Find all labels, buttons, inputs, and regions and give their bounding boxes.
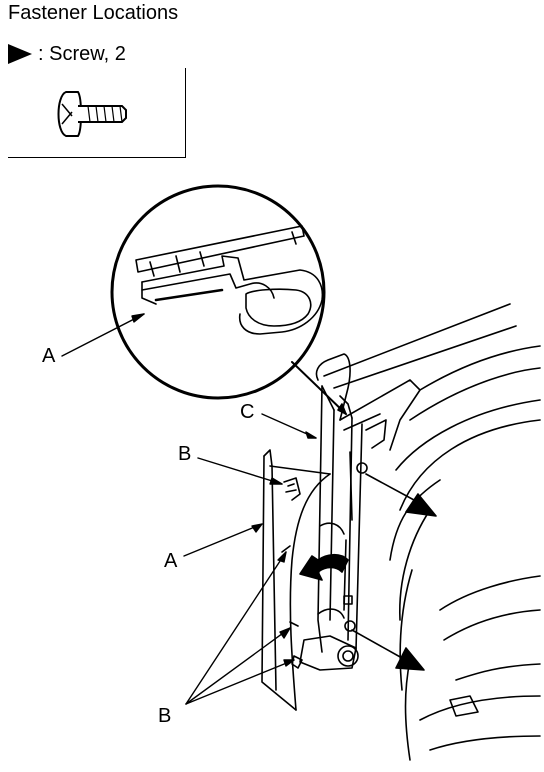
removal-direction-arrow: [299, 553, 349, 581]
legend-box: [8, 68, 186, 158]
callout-c: C: [240, 401, 255, 423]
screw-location-arrows: [351, 473, 437, 671]
body-panel: [315, 303, 541, 761]
screw-icon: [57, 91, 127, 137]
trim-panel: [261, 449, 345, 711]
legend-screw: : Screw, 2: [8, 42, 126, 66]
page-title: Fastener Locations: [8, 2, 179, 24]
legend-screw-label: : Screw, 2: [38, 42, 126, 65]
callout-b-bottom: B: [158, 705, 172, 727]
pillar: [299, 385, 387, 671]
callout-a-main: A: [164, 550, 178, 572]
callout-b-top: B: [178, 443, 192, 465]
detail-circle-view: [110, 184, 326, 400]
callout-a-detail: A: [42, 345, 56, 367]
triangle-arrow-icon: [8, 44, 32, 64]
callout-leaders: [61, 313, 317, 705]
